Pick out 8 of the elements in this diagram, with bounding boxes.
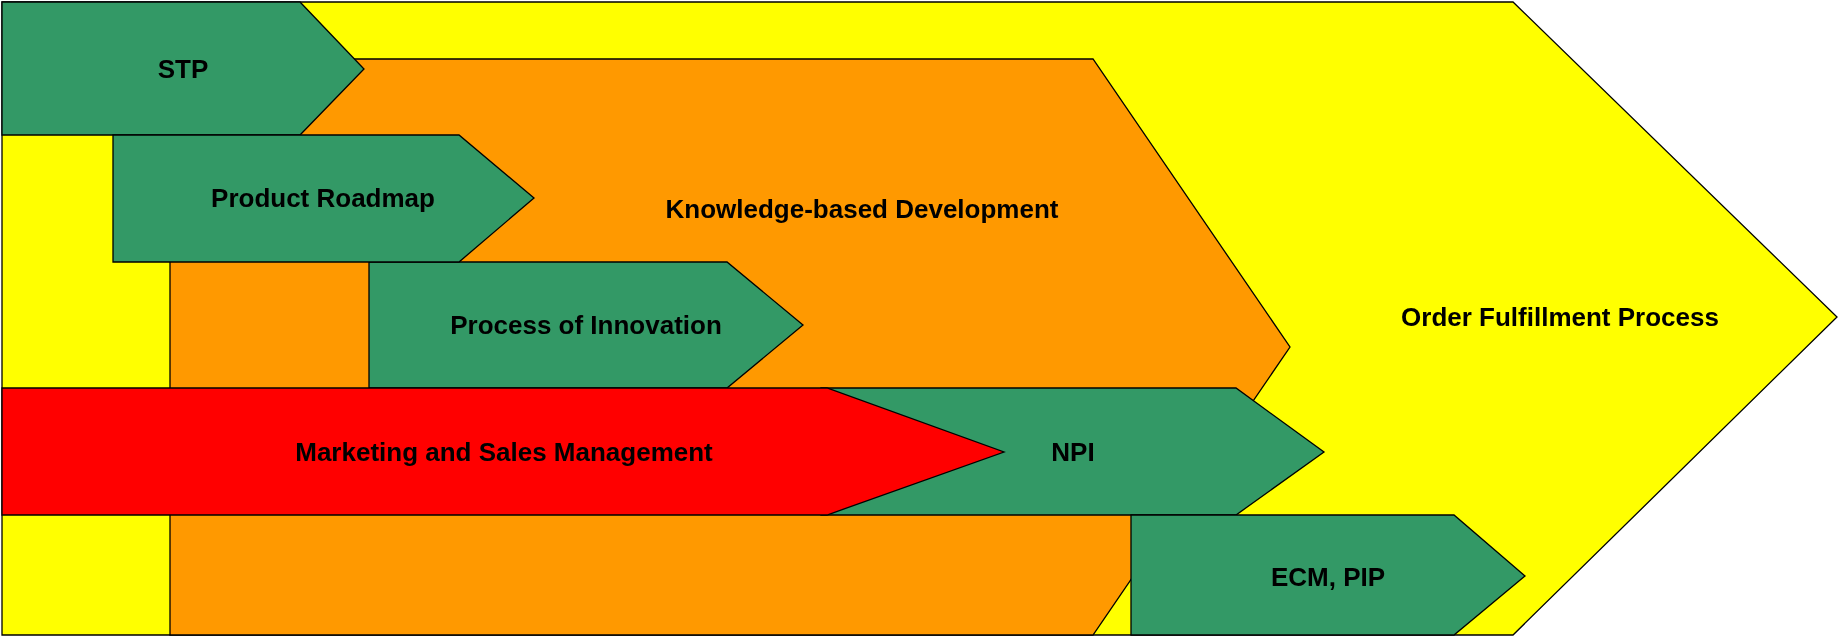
process-label: Marketing and Sales Management [295,436,713,468]
process-label: NPI [1051,436,1095,468]
process-label: STP [157,53,209,85]
process-label: ECM, PIP [1270,561,1386,593]
process-label: Order Fulfillment Process [1401,301,1719,333]
process-label: Knowledge-based Development [665,193,1059,225]
process-label: Process of Innovation [450,309,722,341]
process-label: Product Roadmap [211,182,435,214]
